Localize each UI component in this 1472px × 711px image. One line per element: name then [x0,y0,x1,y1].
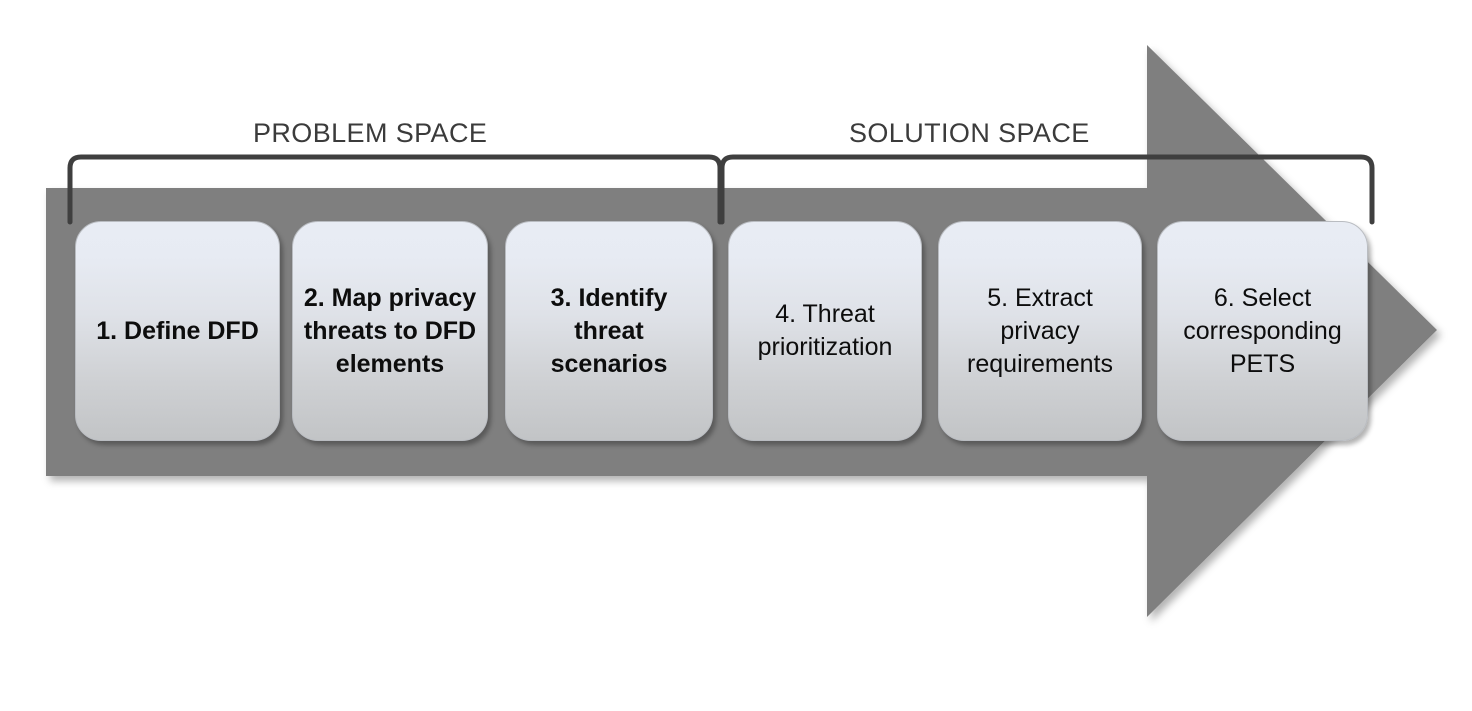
step-label-5: 5. Extract privacy requirements [967,283,1113,378]
step-box-5[interactable]: 5. Extract privacy requirements [938,221,1142,441]
step-box-1[interactable]: 1. Define DFD [75,221,280,441]
step-box-3[interactable]: 3. Identify threat scenarios [505,221,713,441]
step-label-1: 1. Define DFD [96,316,259,345]
step-label-2: 2. Map privacy threats to DFD elements [303,283,477,378]
step-label-4: 4. Threat prioritization [757,300,893,361]
step-box-2[interactable]: 2. Map privacy threats to DFD elements [292,221,488,441]
phase-label-problem-space: PROBLEM SPACE [253,118,488,148]
step-box-4[interactable]: 4. Threat prioritization [728,221,922,441]
phase-label-solution-space: SOLUTION SPACE [849,118,1090,148]
step-label-6: 6. Select corresponding PETS [1183,283,1342,378]
step-box-6[interactable]: 6. Select corresponding PETS [1157,221,1368,441]
step-label-3: 3. Identify threat scenarios [550,283,668,378]
